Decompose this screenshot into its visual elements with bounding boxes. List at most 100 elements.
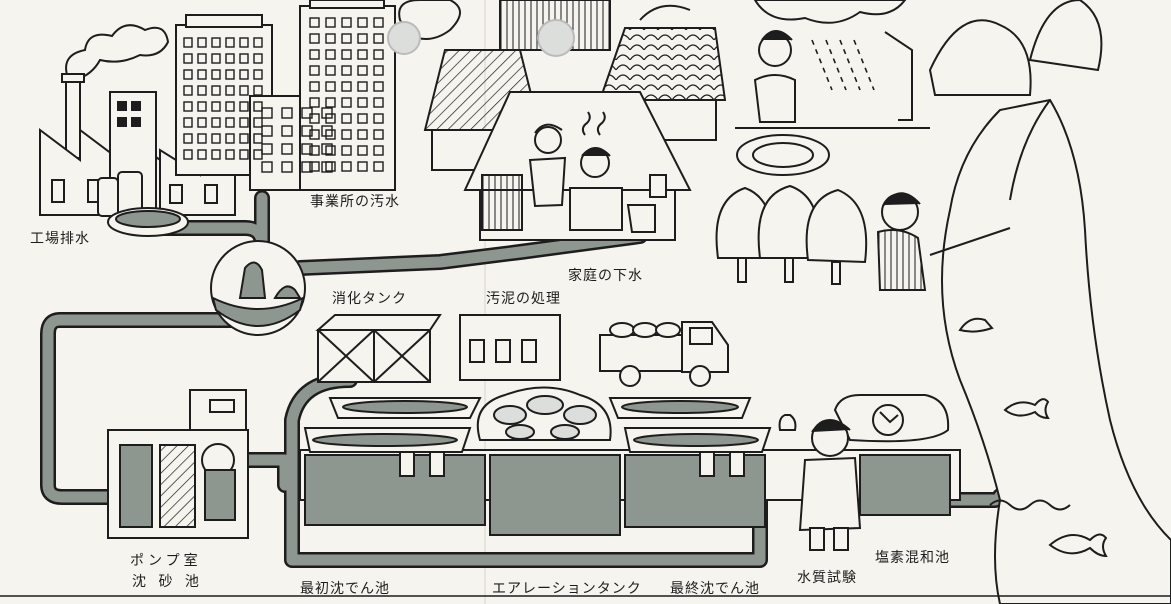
office-window [211,117,221,128]
office-window [373,49,384,60]
office-window [373,17,384,28]
office-window [357,33,368,44]
office-window [325,65,336,76]
digestion-tank-vessel [210,240,306,336]
office-window [341,97,352,108]
river-and-mountains [876,0,1171,604]
office-window [211,53,221,64]
office-window [225,37,235,48]
office-window [211,133,221,144]
office-window [183,133,193,144]
office-window [321,143,333,155]
office-window [281,143,293,155]
office-window [373,33,384,44]
office-window [309,17,320,28]
office-window [225,85,235,96]
treatment-basins [299,386,961,536]
office-window [253,69,263,80]
office-window [341,33,352,44]
office-window [325,17,336,28]
office-window [261,143,273,155]
houses [423,0,727,241]
office-window [239,117,249,128]
label-chlorine-mixing-tank: 塩素混和池 [875,550,950,566]
office-window [341,113,352,124]
pump-room [107,389,249,539]
office-window [357,49,368,60]
office-window [357,129,368,140]
office-window [309,129,320,140]
office-windows [183,17,384,173]
office-window [373,65,384,76]
office-window [309,33,320,44]
office-window [325,81,336,92]
office-window [239,101,249,112]
office-window [253,133,263,144]
digestion-tank-building [315,314,442,383]
office-window [253,37,263,48]
office-window [197,149,207,160]
office-window [211,37,221,48]
office-window [357,17,368,28]
office-window [239,37,249,48]
label-sludge-treatment: 汚泥の処理 [486,291,561,307]
office-window [253,117,263,128]
office-window [325,33,336,44]
office-window [309,113,320,124]
label-final-sedimentation: 最終沈でん池 [670,581,760,597]
office-window [211,85,221,96]
office-window [197,101,207,112]
office-window [373,97,384,108]
office-window [321,107,333,119]
office-window [261,161,273,173]
label-digestion-tank: 消化タンク [332,291,407,307]
label-grit-chamber: 沈 砂 池 [132,574,203,590]
office-window [225,69,235,80]
office-window [325,129,336,140]
sludge-truck [599,321,729,387]
office-window [325,97,336,108]
office-window [341,65,352,76]
office-window [301,125,313,137]
label-water-quality-test: 水質試験 [797,570,857,586]
sludge-treatment-building [459,314,561,381]
office-window [183,149,193,160]
office-window [373,161,384,172]
office-window [309,97,320,108]
office-window [341,81,352,92]
office-window [325,145,336,156]
office-window [253,85,263,96]
office-window [341,49,352,60]
office-window [301,143,313,155]
office-window [281,161,293,173]
office-window [373,81,384,92]
office-window [357,145,368,156]
office-window [325,49,336,60]
office-window [239,149,249,160]
label-primary-sedimentation: 最初沈でん池 [300,581,390,597]
trees [715,184,868,285]
office-window [357,81,368,92]
office-window [183,53,193,64]
office-window [197,69,207,80]
office-window [357,97,368,108]
office-window [239,53,249,64]
top-shrubs [387,0,691,57]
office-window [225,149,235,160]
office-window [239,69,249,80]
office-window [341,161,352,172]
label-factory-wastewater: 工場排水 [30,231,90,247]
office-window [325,113,336,124]
label-pump-room: ポンプ室 [130,553,202,569]
office-window [357,113,368,124]
office-window [341,145,352,156]
office-window [373,113,384,124]
office-window [301,161,313,173]
office-window [197,85,207,96]
office-window [225,133,235,144]
office-window [373,145,384,156]
office-window [373,129,384,140]
office-window [341,17,352,28]
